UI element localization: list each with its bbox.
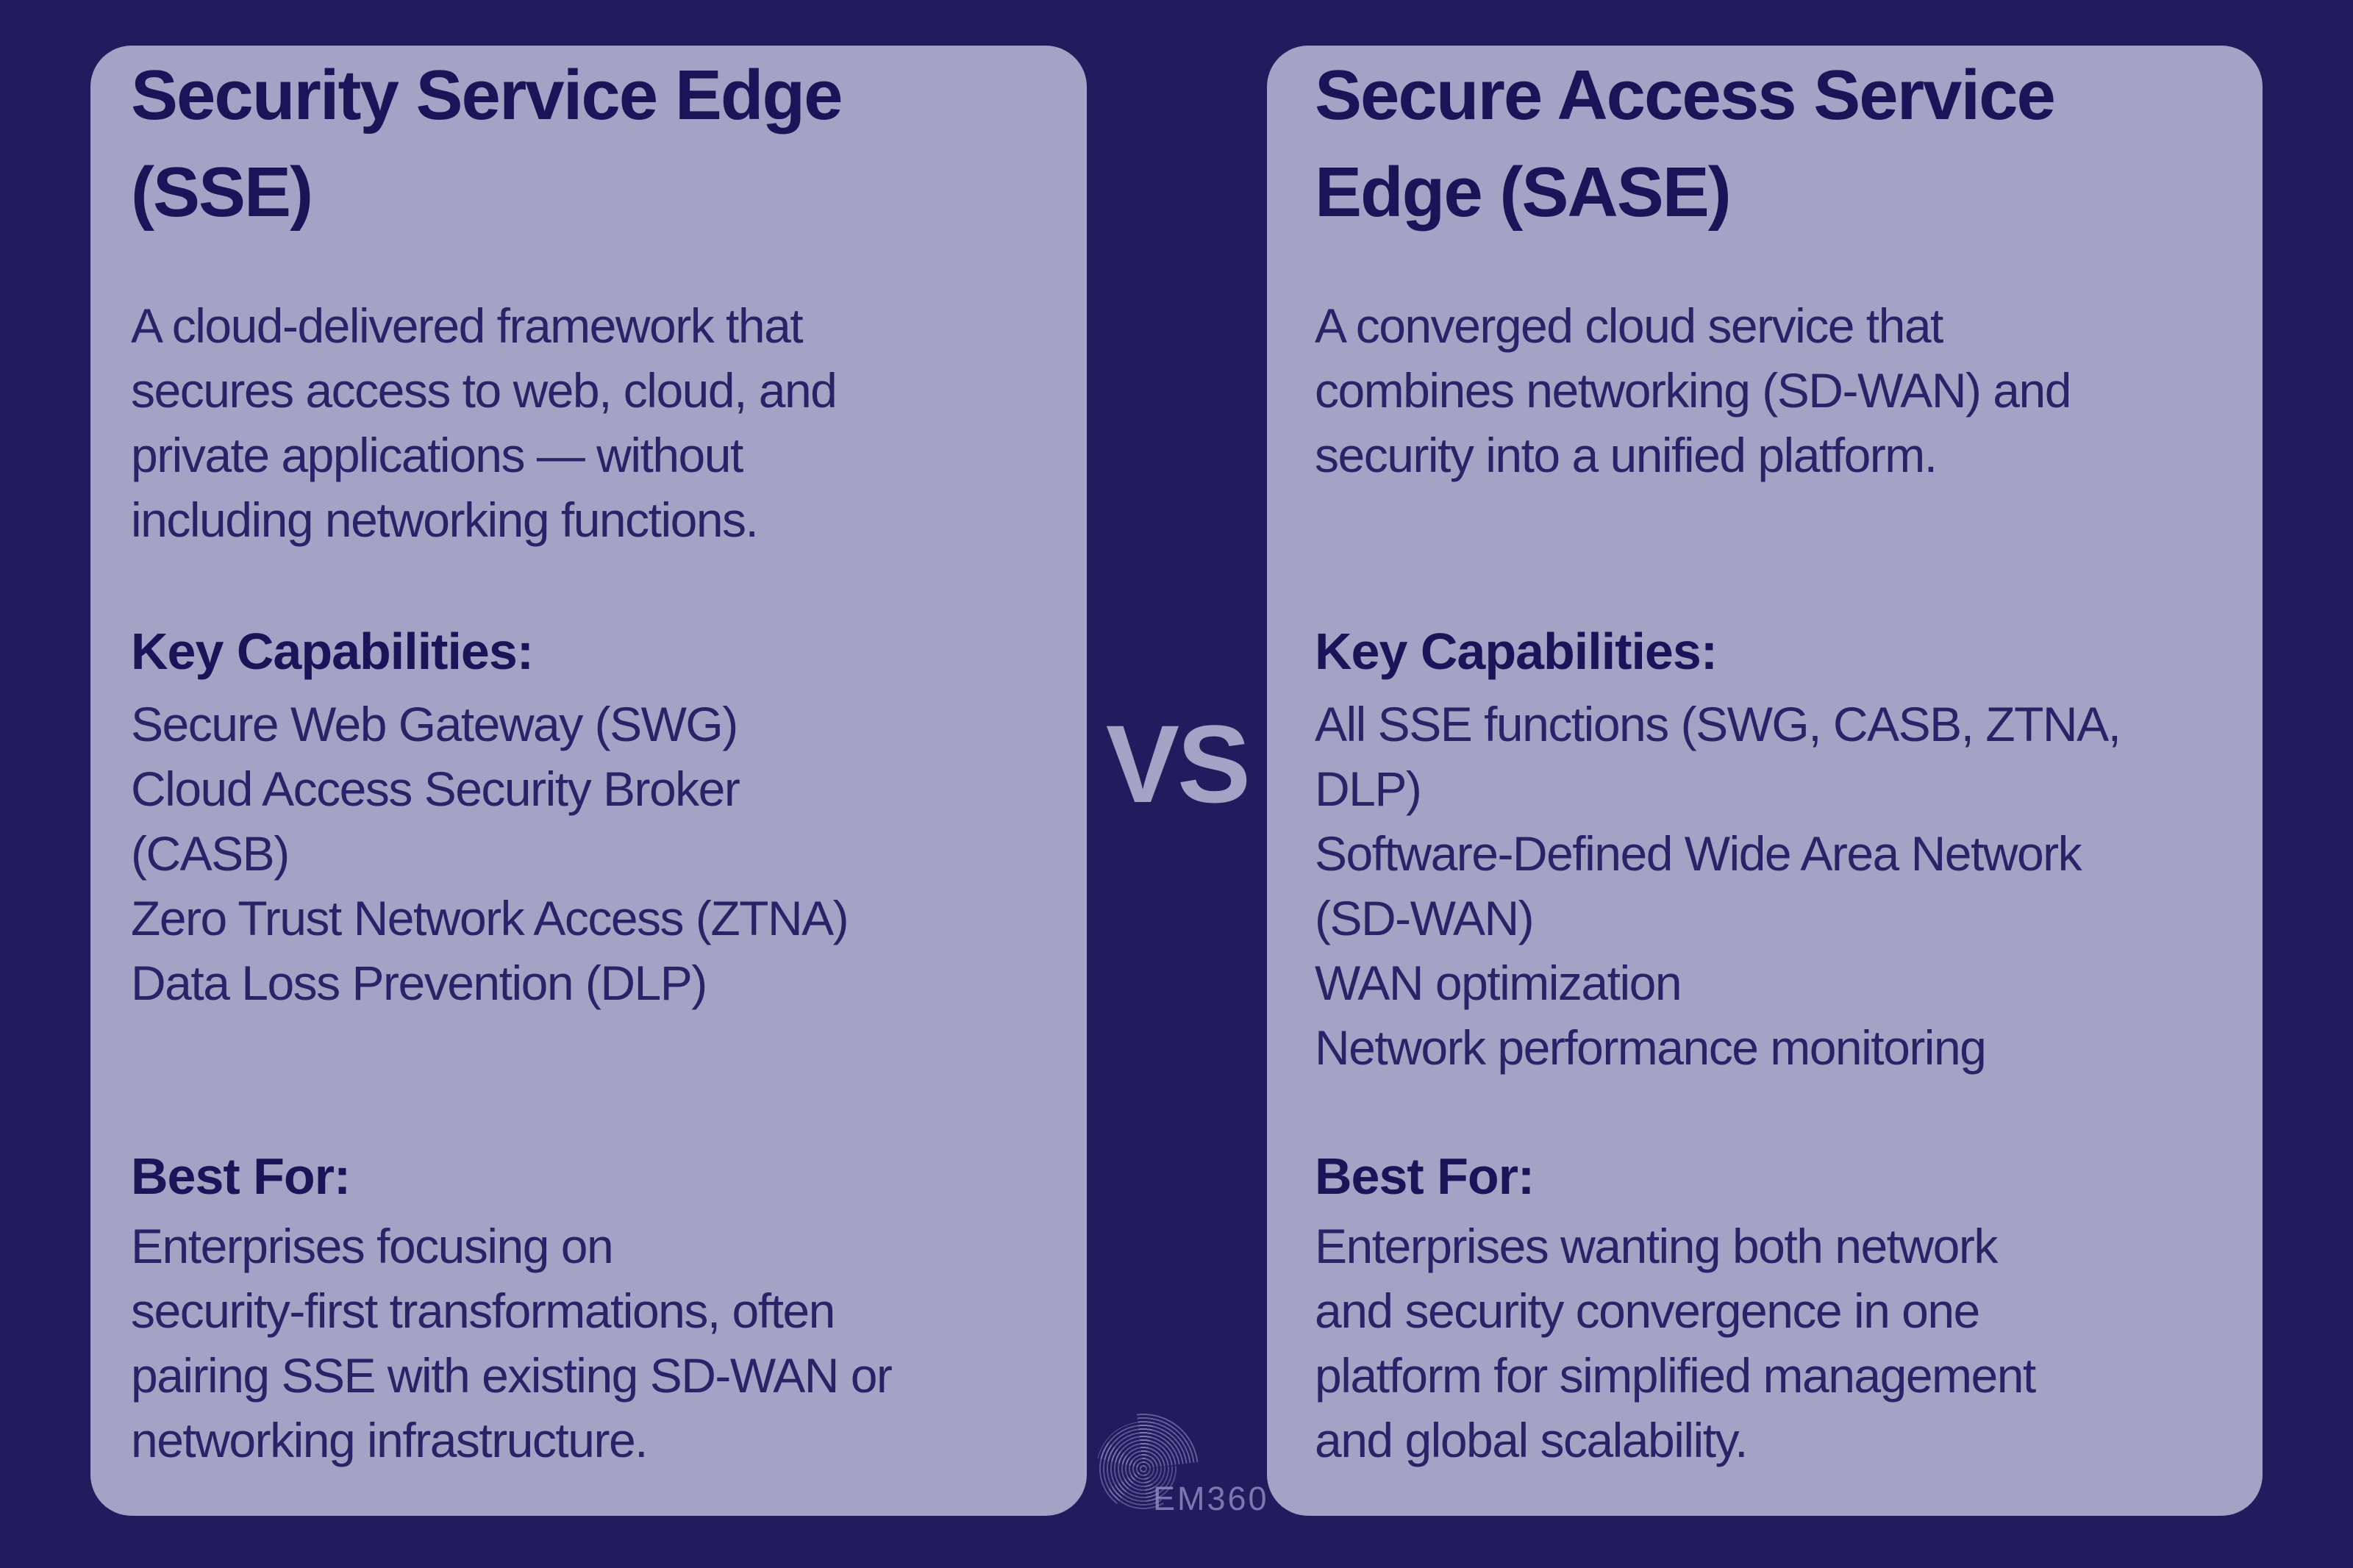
em360-logo-text: EM360	[1153, 1480, 1269, 1517]
sase-capabilities-heading: Key Capabilities:	[1315, 623, 1718, 680]
sase-best-for-text: Enterprises wanting both network and sec…	[1315, 1219, 2036, 1467]
vs-divider-label: VS	[1105, 702, 1251, 826]
sase-card: Secure Access Service Edge (SASE) A conv…	[1267, 46, 2263, 1516]
sse-card-description: A cloud-delivered framework that secures…	[131, 298, 838, 547]
sase-capabilities-list: All SSE functions (SWG, CASB, ZTNA, DLP)…	[1315, 697, 2121, 1075]
sse-capabilities-list: Secure Web Gateway (SWG) Cloud Access Se…	[131, 697, 849, 1010]
sse-card: Security Service Edge (SSE) A cloud-deli…	[90, 46, 1087, 1516]
sase-card-title: Secure Access Service Edge (SASE)	[1315, 56, 2056, 232]
sase-card-description: A converged cloud service that combines …	[1315, 298, 2071, 482]
sase-best-for-heading: Best For:	[1315, 1148, 1535, 1205]
sse-capabilities-heading: Key Capabilities:	[131, 623, 534, 680]
sse-best-for-text: Enterprises focusing on security-first t…	[131, 1219, 893, 1467]
sse-best-for-heading: Best For:	[131, 1148, 351, 1205]
sse-card-title: Security Service Edge (SSE)	[131, 56, 843, 232]
em360-logo: EM360	[1088, 1417, 1272, 1528]
